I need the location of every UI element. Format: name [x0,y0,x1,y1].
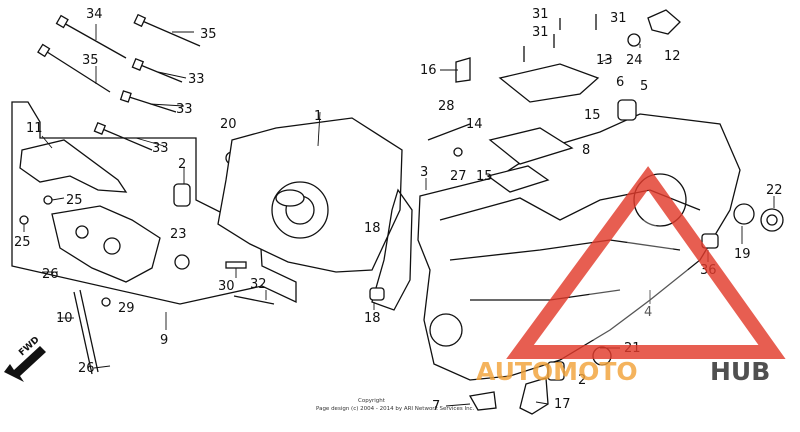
callout-18-a: 18 [364,221,381,236]
callout-33-a: 33 [188,72,205,87]
callout-11: 11 [26,121,43,136]
callout-34: 34 [86,7,103,22]
reed-plate-8 [488,127,574,165]
callout-33-b: 33 [176,102,193,117]
o-ring-23 [174,254,190,270]
bracket-16 [455,57,471,83]
callout-17: 17 [554,397,571,412]
copyright-line1: Copyright [358,398,386,404]
callout-32: 32 [250,277,267,292]
callout-26-b: 26 [78,361,95,376]
bolt-34 [55,14,127,59]
callout-18-b: 18 [364,311,381,326]
reed-plate-15 [486,165,550,193]
callout-6: 6 [616,75,624,90]
bolt-29 [101,297,111,307]
bearing-2-lower [547,361,565,381]
callout-27: 27 [450,169,467,184]
callout-10: 10 [56,311,73,326]
callout-33-c: 33 [152,141,169,156]
callout-1: 1 [314,109,322,124]
callout-28: 28 [438,99,455,114]
bolt-25-b [19,215,29,225]
callout-14: 14 [466,117,483,132]
logo-triangle [506,166,786,359]
bolt-30 [225,261,247,269]
bracket-7 [468,391,497,411]
sleeve-6 [617,99,637,121]
callout-35-a: 35 [200,27,217,42]
callout-8: 8 [582,143,590,158]
callout-24: 24 [626,53,643,68]
crankcase-left-1 [217,117,403,273]
callout-2: 2 [178,157,186,172]
pin-36 [701,233,719,249]
callout-26-a: 26 [42,267,59,282]
bolt-33-a [131,57,183,83]
bolt-32 [233,295,275,305]
bolt-35-long [133,13,201,47]
callout-16: 16 [420,63,437,78]
callout-15-a: 15 [584,108,601,123]
cover-11 [19,139,128,193]
callout-19: 19 [734,247,751,262]
callout-29: 29 [118,301,135,316]
bolt-33-c [93,121,153,151]
callout-12: 12 [664,49,681,64]
callout-7: 7 [432,399,440,414]
callout-5: 5 [640,79,648,94]
callout-15-b: 15 [476,169,493,184]
logo-text-hub: HUB [710,357,770,386]
logo-text-automoto: AUTOMOTO [476,357,638,386]
sensor-17 [519,377,549,415]
crank-seal [275,189,305,207]
callout-23: 23 [170,227,187,242]
gasket-3 [371,188,413,311]
copyright-line2: Page design (c) 2004 - 2014 by ARI Netwo… [316,406,475,412]
callout-31-b: 31 [610,11,627,26]
callout-25-b: 25 [14,235,31,250]
automotohub-logo: AUTOMOTO HUB [476,166,786,386]
callout-2-lower: 2 [578,373,586,388]
callout-3: 3 [420,165,428,180]
fwd-arrow: FWD [4,335,46,382]
callout-4: 4 [644,305,652,320]
crank-bore [271,181,329,239]
callout-31-a: 31 [532,7,549,22]
pump-gear [103,237,121,255]
callout-35-b: 35 [82,53,99,68]
bolt-33-b [119,90,177,113]
callout-20: 20 [220,117,237,132]
bolt-25-a [43,195,53,205]
bearing-22 [760,208,784,232]
bolt-28 [427,123,471,141]
bolt-35-lower [37,43,111,93]
callout-13: 13 [596,53,613,68]
intake-13 [498,63,600,103]
callout-25-a: 25 [66,193,83,208]
rod-10 [73,291,93,375]
callout-30: 30 [218,279,235,294]
clamp-12 [647,9,681,35]
pump-boss [75,225,89,239]
bolt-27 [453,147,463,157]
dowel-18 [369,287,385,301]
o-ring-24 [627,33,641,47]
bearing-19 [733,203,755,225]
callout-9: 9 [160,333,168,348]
callout-31-c: 31 [532,25,549,40]
callout-22: 22 [766,183,783,198]
bearing-2 [173,183,191,207]
